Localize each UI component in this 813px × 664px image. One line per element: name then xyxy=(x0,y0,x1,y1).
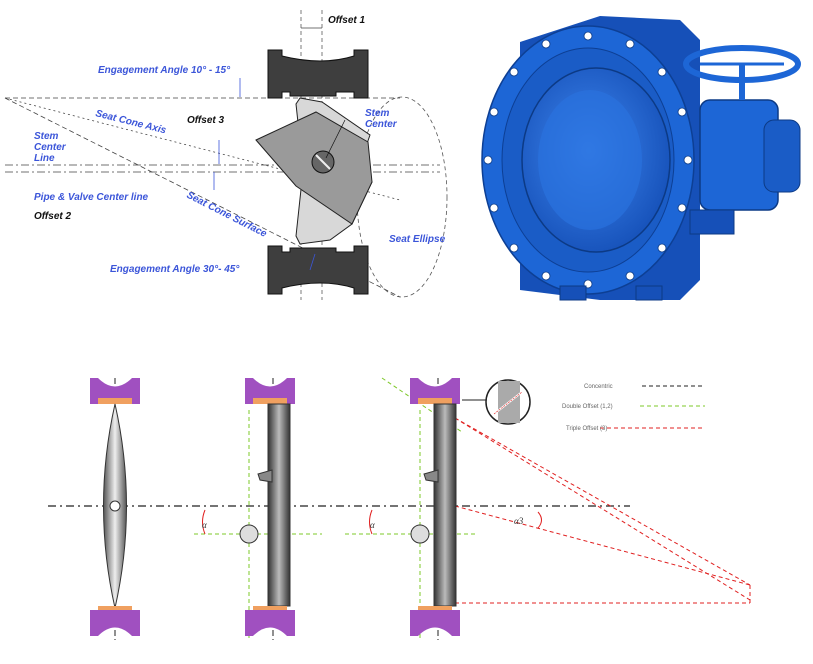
triple-offset-valve-section: α α3 xyxy=(369,378,542,636)
label-offset-2: Offset 2 xyxy=(34,211,71,222)
label-pipe-valve-center: Pipe & Valve Center line xyxy=(34,192,149,203)
legend-label-triple-offset: Triple Offset (3) xyxy=(566,426,607,432)
label-seat-ellipse: Seat Ellipse xyxy=(389,234,446,245)
label-offset-1: Offset 1 xyxy=(328,15,365,26)
label-engagement-bottom: Engagement Angle 30°- 45° xyxy=(110,264,240,275)
triple-offset-geometry-diagram: Offset 1 Engagement Angle 10° - 15° Seat… xyxy=(4,10,448,300)
valve-body-upper xyxy=(267,49,369,99)
label-stem-center: Stem Center xyxy=(365,108,398,130)
label-seat-cone-surface: Seat Cone Surface xyxy=(185,190,269,240)
angle-label-triple: α xyxy=(370,520,375,530)
angle-label-double: α xyxy=(202,520,207,530)
concentric-valve-section xyxy=(90,378,140,636)
angle-label-red: α3 xyxy=(514,516,524,526)
legend-label-concentric: Concentric xyxy=(584,384,613,390)
offset-comparison-diagram: α α α3 Concentric Doubl xyxy=(48,377,751,640)
legend-label-double-offset: Double Offset (1,2) xyxy=(562,404,613,410)
valve-photo xyxy=(481,16,801,301)
seat-detail-callout xyxy=(462,379,531,425)
label-stem-center-line: Stem Center Line xyxy=(34,131,68,164)
offset-legend: Concentric Double Offset (1,2) Triple Of… xyxy=(562,384,705,432)
label-offset-3: Offset 3 xyxy=(187,115,224,126)
label-seat-cone-axis: Seat Cone Axis xyxy=(94,108,167,136)
valve-body-lower xyxy=(267,245,369,295)
seat-ellipse-shape xyxy=(356,96,448,298)
label-engagement-top: Engagement Angle 10° - 15° xyxy=(98,65,231,76)
double-offset-valve-section: α xyxy=(202,378,295,636)
